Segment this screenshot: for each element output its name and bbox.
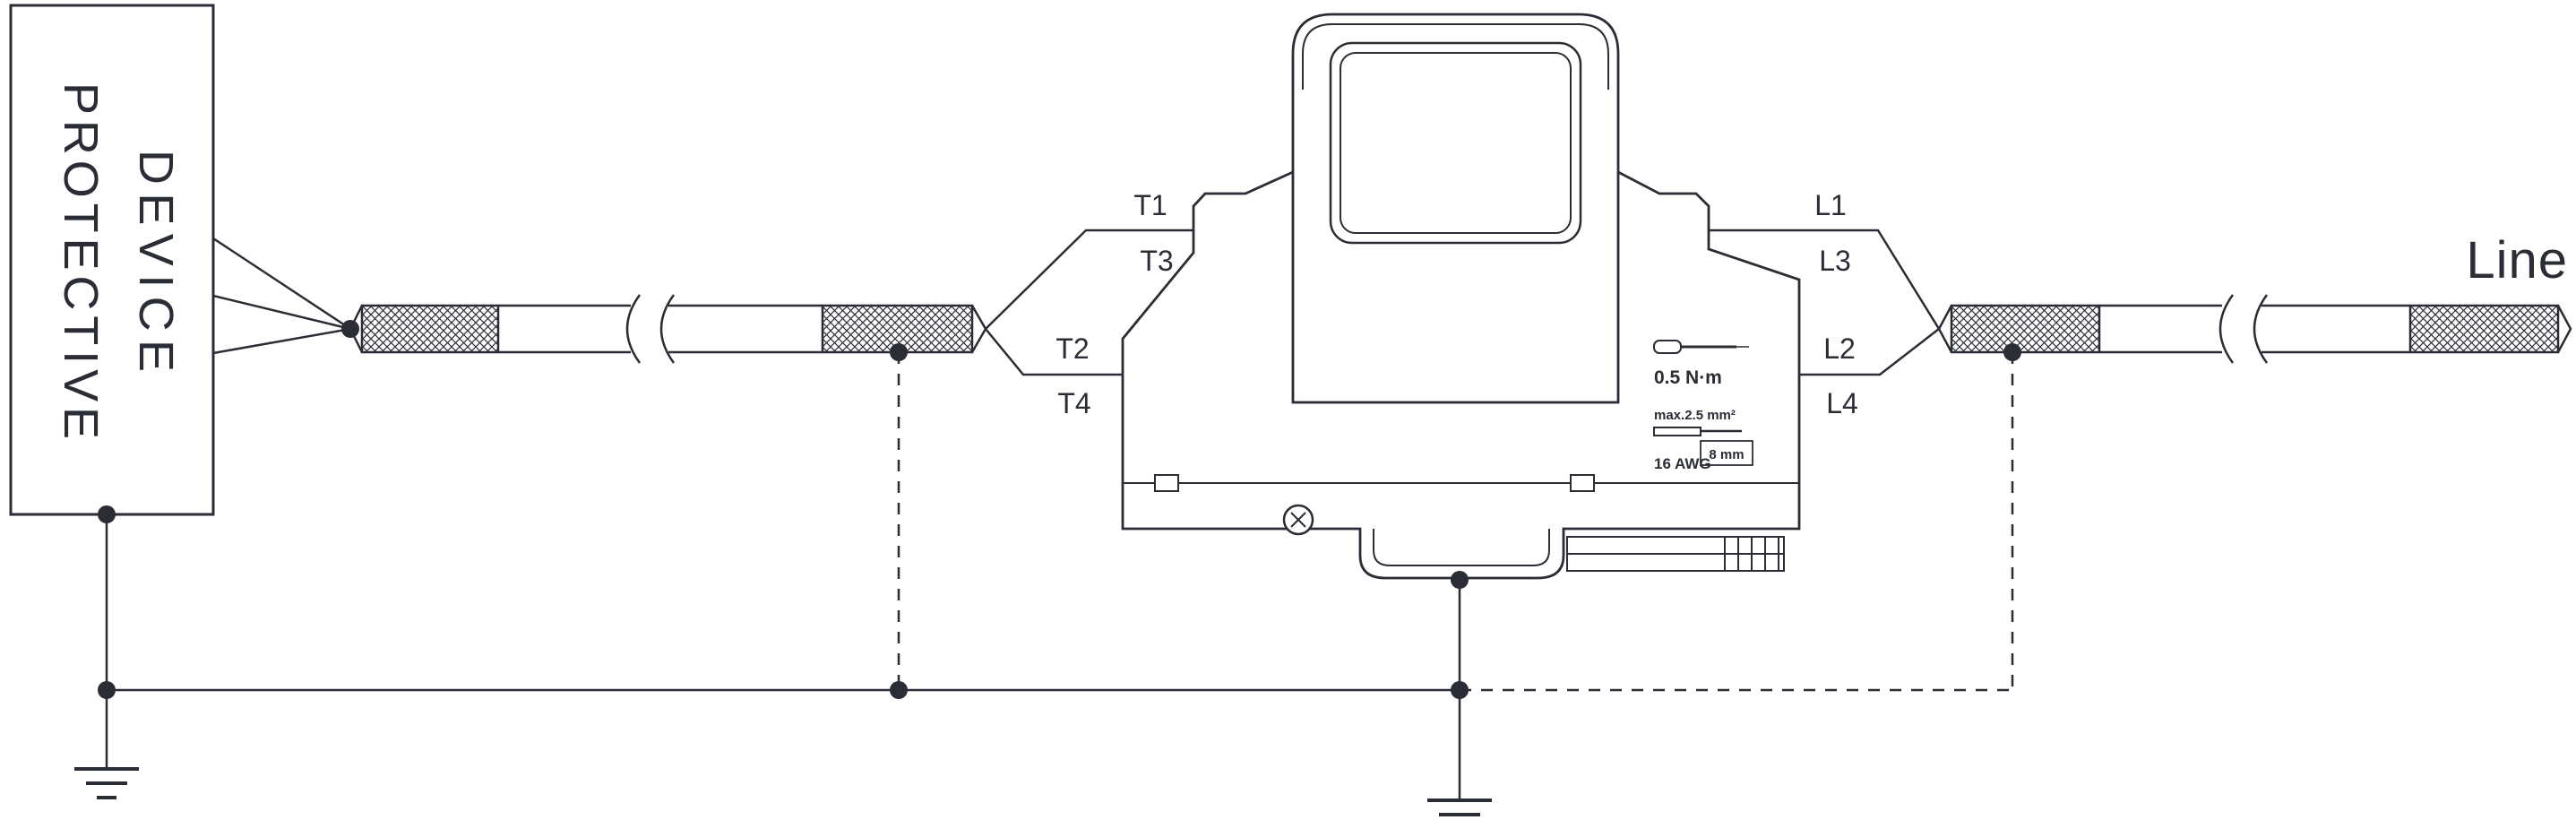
cable-jacket-lines [2099, 304, 2222, 354]
cable-taper-left [1937, 305, 1953, 353]
strip-length-label: 8 mm [1709, 447, 1744, 462]
ground-symbol-center [1427, 798, 1492, 816]
cable-break-curve-2 [2253, 294, 2269, 364]
protective-device-label-line1: PROTECTIVE [54, 82, 108, 441]
ground-network [74, 320, 2021, 816]
cable-taper-right [2556, 305, 2572, 353]
cable-shield-braid-2 [2408, 304, 2560, 354]
din-slider-teeth [1724, 537, 1779, 571]
terminal-label-l2: L2 [1823, 332, 1856, 365]
terminal-label-t1: T1 [1133, 189, 1167, 221]
cable-shield-braid [360, 304, 500, 354]
terminal-label-l4: L4 [1826, 387, 1858, 419]
left-terminal-labels: T1 T3 T2 T4 [1055, 189, 1173, 419]
wire-l1-l3 [1709, 229, 1941, 330]
junction-dot [890, 681, 908, 699]
cable-break-curve-1 [625, 294, 642, 364]
junction-dot [890, 343, 908, 361]
ground-symbol-left [74, 767, 139, 799]
device-wire-bottom [212, 327, 351, 355]
wire-l2-l4 [1799, 328, 1940, 376]
wire-spec-marking: max.2.5 mm² 16 AWG 8 mm [1653, 408, 1753, 472]
torque-marking: 0.5 N·m [1653, 340, 1749, 388]
cable-jacket-lines [498, 304, 631, 354]
line-label: Line [2466, 231, 2568, 289]
junction-dot [1451, 681, 1469, 699]
surge-protector: 0.5 N·m max.2.5 mm² 16 AWG 8 mm [1121, 13, 1801, 580]
screw-cross-icon [1290, 512, 1306, 528]
din-rail-clip [1373, 529, 1550, 566]
terminal-label-t4: T4 [1057, 387, 1090, 419]
left-terminal-wires [985, 229, 1193, 376]
cable-break-curve-1 [2218, 294, 2235, 364]
device-wire-middle [212, 294, 351, 331]
module-label-window-inner [1340, 52, 1572, 234]
vent-slot-right [1570, 474, 1595, 492]
junction-dot [2003, 343, 2021, 361]
protective-device-label-line2: DEVICE [129, 150, 183, 374]
right-terminal-wires [1709, 229, 1941, 376]
awg-label: 16 AWG [1654, 455, 1711, 472]
cable-break-curve-2 [659, 294, 676, 364]
terminal-label-l1: L1 [1814, 189, 1847, 221]
strip-length-box [1700, 440, 1753, 466]
left-cable [349, 294, 987, 364]
protective-device: PROTECTIVE DEVICE [9, 4, 215, 516]
cable-shield-braid [1950, 304, 2101, 354]
wire-t2-t4 [985, 328, 1123, 376]
vent-slot-left [1154, 474, 1179, 492]
wire-t1-t3 [985, 229, 1193, 330]
right-terminal-labels: L1 L3 L2 L4 [1814, 189, 1858, 419]
terminal-label-t2: T2 [1055, 332, 1089, 365]
junction-dot [98, 681, 116, 699]
junction-dot [98, 505, 116, 523]
right-cable [1937, 294, 2572, 364]
plug-module-inner-line [1302, 23, 1609, 90]
cable-jacket-lines-2 [668, 304, 823, 354]
max-wire-label: max.2.5 mm² [1654, 408, 1736, 423]
terminal-label-t3: T3 [1140, 245, 1173, 277]
left-device-wires [212, 237, 351, 355]
terminal-label-l3: L3 [1819, 245, 1851, 277]
cable-taper-right [970, 305, 987, 353]
junction-dot [1451, 571, 1469, 589]
device-wire-top [212, 237, 351, 331]
torque-label: 0.5 N·m [1654, 367, 1722, 388]
cable-jacket-lines-2 [2262, 304, 2410, 354]
junction-dot [341, 320, 359, 338]
protective-device-box [9, 4, 215, 516]
